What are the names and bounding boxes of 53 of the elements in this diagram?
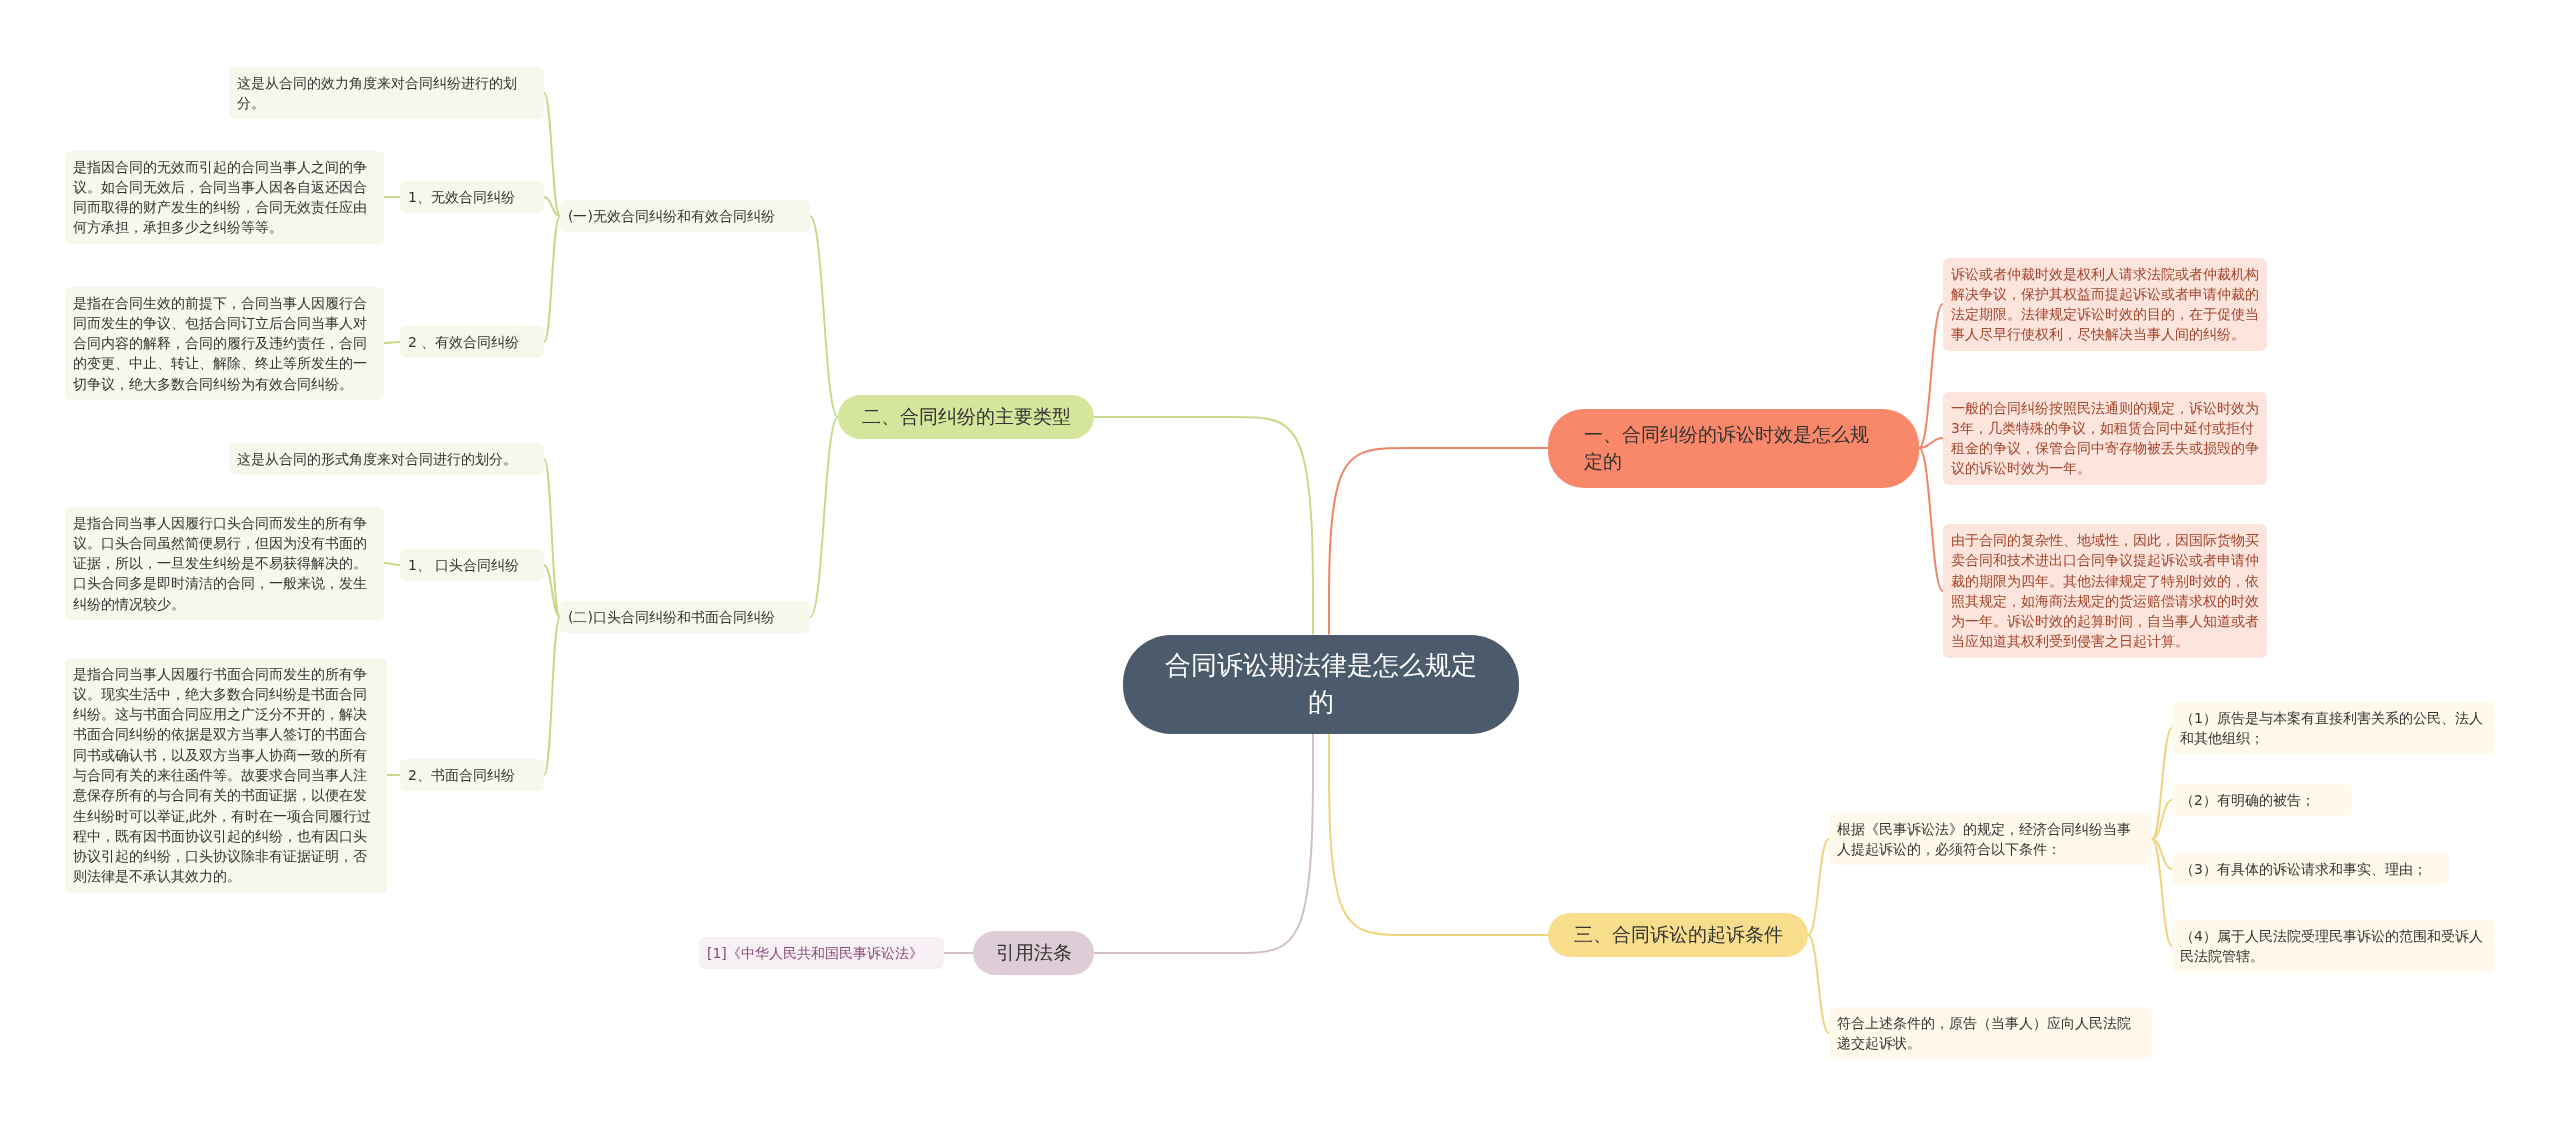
subtopic-card: 这是从合同的效力角度来对合同纠纷进行的划分。 (229, 66, 544, 120)
connector (809, 416, 839, 618)
connector (809, 215, 839, 418)
subtopic-card: 是指合同当事人因履行书面合同而发生的所有争议。现实生活中，绝大多数合同纠纷是书面合同纠纷。这与书面合同应用之广泛分不开的，解决书面合同纠纷的依据是双方当事人签订的书面合同书或确认书，以及双方当事人协商一致的所有与合同有关的来往函件等。故要求合同当事人注意保存所有的与合同有关的书面证据，以便在发生纠纷时可以举证,此外，有时在一项合同履行过程中，既有因书面协议引起的纠纷，也有因口头协议引起的纠纷，口头协议除非有证据证明，否则法律是不承认其效力的。 (65, 657, 387, 893)
branch-topic: 一、合同纠纷的诉讼时效是怎么规定的 (1548, 408, 1919, 488)
subtopic-card: 是指因合同的无效而引起的合同当事人之间的争议。如合同无效后，合同当事人因各自返还因合同而取得的财产发生的纠纷，合同无效责任应由何方承担，承担多少之纠纷等等。 (65, 150, 384, 244)
connector (383, 196, 401, 198)
note-card: 一般的合同纠纷按照民法通则的规定，诉讼时效为3年，几类特殊的争议，如租赁合同中延付或拒付租金的争议，保管合同中寄存物被丢失或损毁的争议的诉讼时效为一年。 (1943, 391, 2267, 485)
connector (1093, 416, 1314, 636)
subtopic-card: 1、 口头合同纠纷 (400, 549, 544, 582)
connector (1328, 447, 1549, 636)
subtopic-card: （2）有明确的被告； (2172, 784, 2352, 817)
subtopic-card: 2 、有效合同纠纷 (400, 326, 544, 359)
connector (383, 562, 401, 566)
connector (1328, 732, 1549, 936)
subtopic-card: 1、无效合同纠纷 (400, 181, 544, 214)
connector (543, 92, 561, 217)
branch-topic: 引用法条 (973, 931, 1094, 975)
subtopic-card: 2、书面合同纠纷 (400, 759, 544, 792)
subtopic-card: （4）属于人民法院受理民事诉讼的范围和受诉人民法院管辖。 (2172, 919, 2495, 973)
connector (943, 952, 974, 954)
connector (383, 341, 401, 344)
connector (543, 458, 561, 618)
subtopic-card: 是指在合同生效的前提下，合同当事人因履行合同而发生的争议、包括合同订立后合同当事人对合同内容的解释，合同的履行及违约责任，合同的变更、中止、转让、解除、终止等所发生的一切争议，绝大多数合同纠纷为有效合同纠纷。 (65, 286, 384, 400)
subtopic-card: 这是从合同的形式角度来对合同进行的划分。 (229, 443, 544, 476)
connector (1807, 838, 1830, 936)
subtopic-card: （3）有具体的诉讼请求和事实、理由； (2172, 853, 2449, 886)
subtopic-card: （1）原告是与本案有直接利害关系的公民、法人和其他组织； (2172, 701, 2495, 755)
note-card: 由于合同的复杂性、地域性，因此，因国际货物买卖合同和技术进出口合同争议提起诉讼或者申请仲裁的期限为四年。其他法律规定了特别时效的，依照其规定，如海商法规定的货运赔偿请求权的时效为一年。诉讼时效的起算时间，自当事人知道或者当应知道其权利受到侵害之日起计算。 (1943, 524, 2267, 658)
connector (2151, 838, 2173, 870)
connector (1093, 732, 1314, 954)
connector (2151, 727, 2173, 840)
branch-topic: 三、合同诉讼的起诉条件 (1548, 913, 1808, 957)
connector (543, 196, 561, 217)
reference-card: [1]《中华人民共和国民事诉讼法》 (699, 937, 944, 970)
connector (543, 564, 561, 618)
connector (1918, 447, 1944, 592)
subtopic-card: (一)无效合同纠纷和有效合同纠纷 (560, 200, 810, 233)
subtopic-card: 根据《民事诉讼法》的规定，经济合同纠纷当事人提起诉讼的，必须符合以下条件： (1829, 812, 2152, 866)
connector (1807, 934, 1830, 1034)
connector (543, 215, 561, 343)
connector (543, 616, 561, 776)
subtopic-card: (二)口头合同纠纷和书面合同纠纷 (560, 601, 810, 634)
connector (1918, 437, 1944, 449)
connector (386, 774, 401, 776)
connector (2151, 799, 2173, 840)
branch-topic: 二、合同纠纷的主要类型 (838, 395, 1094, 439)
connector (1918, 303, 1944, 449)
subtopic-card: 是指合同当事人因履行口头合同而发生的所有争议。口头合同虽然简便易行，但因为没有书面的证据，所以，一旦发生纠纷是不易获得解决的。口头合同多是即时清洁的合同，一般来说，发生纠纷的情况较少。 (65, 506, 384, 620)
note-card: 诉讼或者仲裁时效是权利人请求法院或者仲裁机构解决争议，保护其权益而提起诉讼或者申请仲裁的法定期限。法律规定诉讼时效的目的，在于促使当事人尽早行使权利，尽快解决当事人间的纠纷。 (1943, 257, 2267, 351)
central-topic: 合同诉讼期法律是怎么规定的 (1123, 634, 1519, 734)
subtopic-card: 符合上述条件的，原告（当事人）应向人民法院递交起诉状。 (1829, 1006, 2152, 1060)
connector (2151, 838, 2173, 947)
